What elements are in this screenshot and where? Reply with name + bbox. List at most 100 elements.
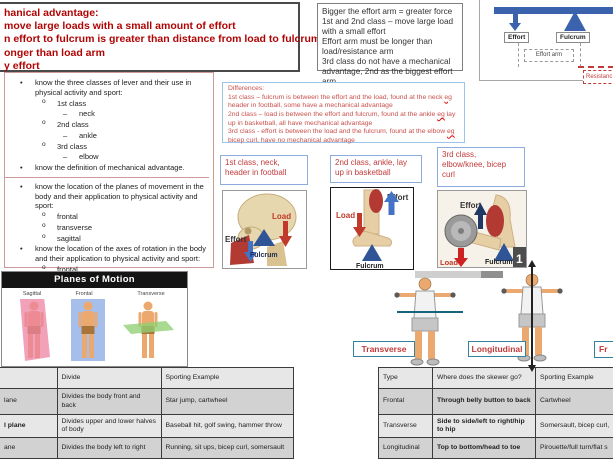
- text: lay up in basketball, all have mechanica…: [228, 111, 456, 127]
- list-item: frontal: [5, 264, 209, 275]
- header-cell: Sporting Example: [160, 367, 294, 389]
- notes-line: n effort to fulcrum is greater than dist…: [4, 33, 321, 46]
- notes-line: move large loads with a small amount of …: [4, 20, 236, 33]
- resistance-dashed-line: [578, 66, 613, 68]
- lever-figure-elbow: Effort Load Fulcrum 1: [437, 190, 527, 268]
- axis-label-transverse: Transverse: [353, 341, 415, 357]
- list-item: 2nd class: [5, 119, 209, 130]
- differences-line: 3rd class - effort is between the load a…: [228, 128, 459, 145]
- scroll-strip-thumb[interactable]: [481, 271, 503, 278]
- effort-label: Effort: [225, 235, 247, 244]
- slide-number-badge: 1: [516, 252, 523, 266]
- table-row: ane Divides the body left to right Runni…: [0, 437, 294, 459]
- load-label: Load: [336, 211, 355, 220]
- differences-box: Differences: 1st class – fulcrum is betw…: [222, 82, 465, 145]
- list-item: know the three classes of lever and thei…: [5, 78, 209, 98]
- table-header-row: Divide Sporting Example: [0, 367, 294, 389]
- objectives-list: know the three classes of lever and thei…: [4, 72, 214, 295]
- header-cell: Type: [378, 367, 433, 389]
- notes-line: Bigger the effort arm = greater force: [322, 7, 453, 16]
- load-arrow-icon: [283, 221, 288, 236]
- up-arrow-icon: [528, 260, 536, 267]
- list-item: ankle: [5, 131, 209, 141]
- mechanical-advantage-notes: hanical advantage: move large loads with…: [0, 2, 321, 72]
- load-label: Load: [272, 212, 291, 221]
- cell-plane-type: lane: [0, 388, 58, 415]
- fulcrum-label: Fulcrum: [485, 259, 513, 266]
- foot-image: Effort Load Fulcrum: [336, 189, 409, 270]
- cell-skewer: Side to side/left to right/hip to hip: [432, 414, 536, 438]
- axes-table: Type Where does the skewer go? Sporting …: [378, 367, 613, 459]
- list-item: neck: [5, 109, 209, 119]
- load-arrow-icon: [357, 213, 362, 227]
- class-box-first: 1st class, neck, header in football: [220, 155, 308, 185]
- table-row: l plane Divides upper and lower halves o…: [0, 414, 294, 438]
- list-item: know the definition of mechanical advant…: [5, 163, 209, 173]
- load-label: Load: [440, 258, 458, 267]
- notes-line: Effort arm must be longer than load/resi…: [322, 37, 433, 56]
- table-row: Transverse Side to side/left to right/hi…: [378, 414, 613, 438]
- notes-line: onger than load arm: [4, 46, 105, 59]
- axis-label-frontal-cut: Fr: [594, 341, 613, 358]
- effort-arrow-icon: [474, 203, 487, 215]
- table-row: Frontal Through belly button to back Car…: [378, 388, 613, 415]
- sagittal-plane-figure: [20, 299, 50, 361]
- header-cell: [0, 367, 58, 389]
- cell-example: Baseball hit, golf swing, hammer throw: [160, 414, 294, 438]
- spellcheck-word: eg: [437, 111, 445, 119]
- load-arrow-icon: [353, 227, 366, 237]
- fulcrum-triangle-icon: [362, 244, 382, 261]
- plane-label-sagittal: Sagittal: [22, 291, 42, 297]
- cell-example: Cartwheel: [535, 388, 613, 415]
- down-arrow-icon: [528, 365, 536, 372]
- effort-arm-notes: Bigger the effort arm = greater force 1s…: [317, 3, 463, 86]
- dashed-guide-line: [580, 43, 581, 67]
- list-item: 1st class: [5, 98, 209, 109]
- effort-arrow-icon: [248, 241, 253, 252]
- cell-example: Pirouette/full turn/flat s: [535, 437, 613, 459]
- class-box-second: 2nd class, ankle, lay up in basketball: [330, 155, 422, 183]
- effort-arrow-icon: [513, 14, 518, 23]
- plane-label-frontal: Frontal: [75, 291, 93, 297]
- frontal-plane-figure: [71, 299, 105, 361]
- list-item: transverse: [5, 222, 209, 233]
- cell-example: Running, sit ups, bicep curl, somersault: [160, 437, 294, 459]
- dashed-guide-line: [518, 43, 519, 67]
- class-box-third: 3rd class, elbow/knee, bicep curl: [437, 147, 525, 187]
- load-arrow-icon: [458, 248, 464, 258]
- plane-label-transverse: Transverse: [137, 291, 165, 297]
- fulcrum-triangle-icon: [253, 229, 275, 246]
- transverse-axis-line: [397, 311, 463, 313]
- lever-bar: [494, 7, 613, 14]
- planes-of-motion-panel: Planes of Motion Sagittal Frontal Transv…: [1, 271, 188, 367]
- table-header-row: Type Where does the skewer go? Sporting …: [378, 367, 613, 389]
- fulcrum-triangle-icon: [564, 11, 586, 31]
- cell-divide: Divides upper and lower halves of body: [56, 414, 162, 438]
- cell-skewer: Top to bottom/head to toe: [432, 437, 536, 459]
- resistance-arm-label: Resistanc: [583, 70, 613, 84]
- cell-skewer: Through belly button to back: [432, 388, 536, 415]
- cell-example: Somersault, bicep curl,: [535, 414, 613, 438]
- list-item: know the location of the axes of rotatio…: [5, 244, 209, 264]
- table-row: lane Divides the body front and back Sta…: [0, 388, 294, 415]
- header-cell: Divide: [56, 367, 162, 389]
- effort-arm-label: Effort arm: [524, 49, 574, 62]
- cell-example: Star jump, cartwheel: [160, 388, 294, 415]
- list-item: frontal: [5, 211, 209, 222]
- notes-line: hanical advantage:: [4, 7, 99, 19]
- effort-arrow-icon: [244, 252, 257, 262]
- lever-figure-ankle: Effort Load Fulcrum: [330, 187, 414, 270]
- differences-title: Differences:: [228, 85, 265, 92]
- spellcheck-word: eg: [447, 128, 455, 136]
- list-item: 3rd class: [5, 141, 209, 152]
- effort-label: Effort: [460, 201, 482, 210]
- cell-axis-type: Transverse: [378, 414, 433, 438]
- text: 2nd class – load is between the effort a…: [228, 111, 438, 119]
- cell-plane-type: ane: [0, 437, 58, 459]
- text: bicep curl, have no mechanical advantage: [228, 137, 355, 145]
- notes-line: y effort: [4, 59, 40, 72]
- cell-axis-type: Longitudinal: [378, 437, 433, 459]
- fulcrum-triangle-icon: [494, 243, 514, 261]
- fulcrum-label: Fulcrum: [556, 32, 590, 43]
